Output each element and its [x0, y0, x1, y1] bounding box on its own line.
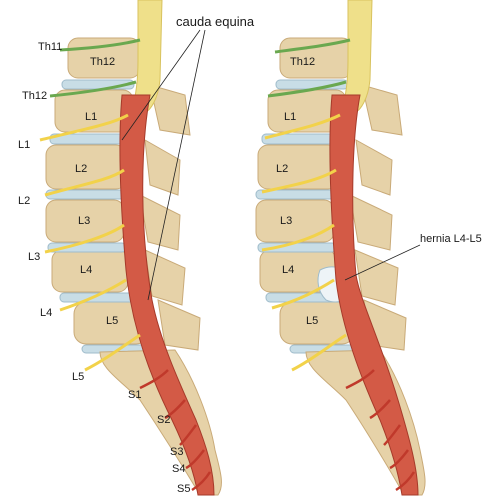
vertebra-label: L3 [280, 215, 292, 227]
right-nerve-roots-green [267, 38, 351, 98]
cauda-equina-label: cauda equina [176, 14, 255, 29]
vertebra-label: L1 [85, 111, 97, 123]
vertebra-label: L1 [284, 111, 296, 123]
nerve-label: S1 [128, 389, 141, 401]
left-nerve-roots-green [49, 38, 141, 98]
right-vertebra-labels: Th12 L1 L2 L3 L4 L5 [276, 56, 318, 327]
nerve-label: L5 [72, 371, 84, 383]
vertebra-label: L5 [306, 315, 318, 327]
nerve-label: L2 [18, 195, 30, 207]
right-spine [255, 0, 426, 496]
nerve-label: L4 [40, 307, 52, 319]
nerve-label: S4 [172, 463, 185, 475]
vertebra-label: L3 [78, 215, 90, 227]
vertebra-label: Th12 [290, 56, 315, 68]
nerve-label: S5 [177, 483, 190, 495]
right-sacral-nerves [345, 369, 416, 492]
nerve-label: S3 [170, 446, 183, 458]
nerve-label: S2 [157, 414, 170, 426]
hernia-label: hernia L4-L5 [420, 233, 482, 245]
right-cauda-equina [329, 94, 419, 496]
left-cauda-equina [119, 94, 215, 496]
left-sacral-nerves [139, 369, 212, 492]
nerve-label: L3 [28, 251, 40, 263]
vertebra-label: L4 [80, 264, 92, 276]
left-vertebra-labels: Th12 L1 L2 L3 L4 L5 [75, 56, 118, 327]
vertebra-label: L2 [276, 163, 288, 175]
hernia-leader [344, 244, 421, 281]
nerve-label: Th11 [38, 41, 62, 53]
vertebra-l3 [255, 199, 335, 243]
left-posterior-processes [139, 84, 201, 351]
cauda-equina-leaders [121, 29, 206, 301]
sacral-nerve-labels: S1 S2 S3 S4 S5 [128, 389, 190, 495]
vertebra-l2 [257, 144, 339, 190]
right-nerve-roots-yellow [261, 113, 347, 372]
left-spine [39, 0, 222, 496]
left-nerve-labels: Th11 Th12 L1 L2 L3 L4 L5 [18, 41, 84, 383]
vertebra-label: Th12 [90, 56, 115, 68]
vertebra-label: L4 [282, 264, 294, 276]
vertebra-label: L5 [106, 315, 118, 327]
vertebra-label: L2 [75, 163, 87, 175]
nerve-label: L1 [18, 139, 30, 151]
left-nerve-roots-yellow [39, 113, 141, 372]
nerve-label: Th12 [22, 90, 47, 102]
